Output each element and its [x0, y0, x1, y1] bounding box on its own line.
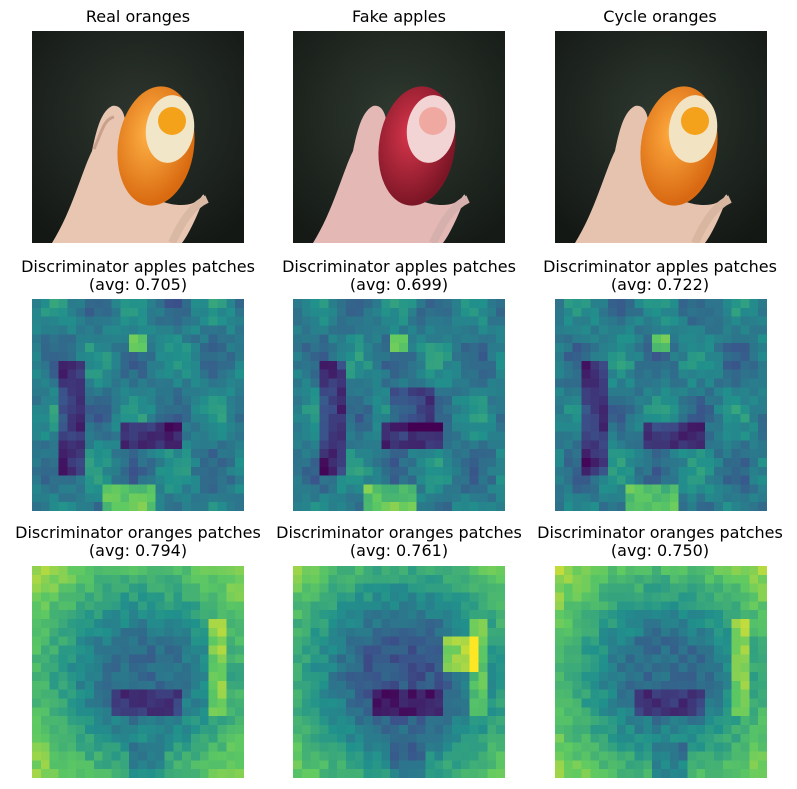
oranges-patch-heatmap-3 — [555, 566, 767, 778]
title-disc-oranges-1: Discriminator oranges patches(avg: 0.794… — [15, 523, 261, 560]
title-real-oranges: Real oranges — [85, 7, 191, 26]
oranges-patch-heatmap-1 — [32, 566, 244, 778]
oranges-patch-heatmap-2 — [293, 566, 505, 778]
apples-patch-heatmap-1 — [32, 299, 244, 511]
title-disc-apples-2: Discriminator apples patches(avg: 0.699) — [282, 257, 516, 294]
title-disc-apples-3: Discriminator apples patches(avg: 0.722) — [543, 257, 777, 294]
apples-patch-heatmap-3 — [555, 299, 767, 511]
apples-patch-heatmap-2 — [293, 299, 505, 511]
fake-apples-image — [293, 31, 505, 243]
title-disc-oranges-2: Discriminator oranges patches(avg: 0.761… — [276, 523, 522, 560]
title-fake-apples: Fake apples — [352, 7, 446, 26]
cycle-oranges-image — [555, 31, 767, 243]
title-disc-apples-1: Discriminator apples patches(avg: 0.705) — [21, 257, 255, 294]
real-oranges-image — [32, 31, 244, 243]
title-cycle-oranges: Cycle oranges — [603, 7, 717, 26]
title-disc-oranges-3: Discriminator oranges patches(avg: 0.750… — [537, 523, 783, 560]
